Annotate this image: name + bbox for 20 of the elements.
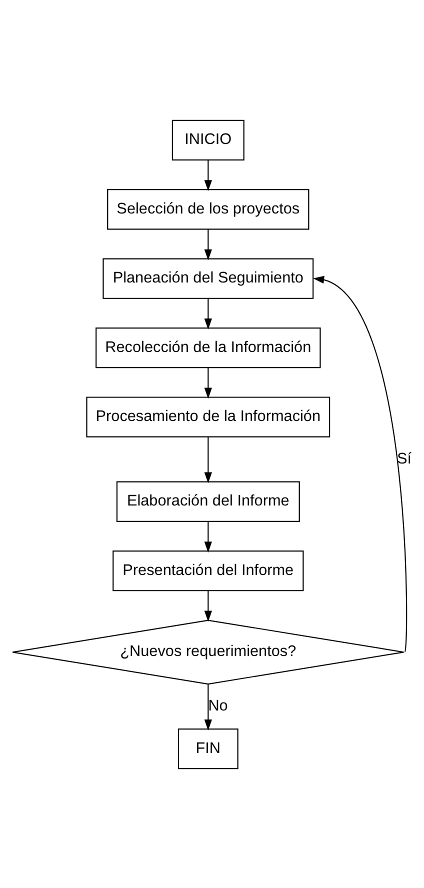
node-box: Planeación del Seguimiento <box>102 258 314 298</box>
arrow <box>204 521 212 552</box>
arrow <box>204 229 212 260</box>
node-box: Recolección de la Información <box>96 327 321 368</box>
arrow <box>204 436 212 483</box>
edge-label: Sí <box>397 450 412 467</box>
arrow <box>204 160 212 191</box>
arrow <box>204 590 212 622</box>
node-box: Presentación del Informe <box>112 550 304 591</box>
arrow <box>204 367 212 398</box>
node-box: Procesamiento de la Información <box>86 396 330 437</box>
arrow <box>204 298 212 330</box>
node-box: Selección de los proyectos <box>107 188 310 230</box>
arrow <box>204 684 212 730</box>
node-box: Elaboración del Informe <box>116 480 300 522</box>
node-diamond: ¿Nuevos requerimientos? <box>12 619 404 684</box>
arrow <box>313 275 408 652</box>
node-box: FIN <box>178 728 238 769</box>
node-box: INICIO <box>172 119 244 160</box>
edge-label: No <box>208 697 228 714</box>
